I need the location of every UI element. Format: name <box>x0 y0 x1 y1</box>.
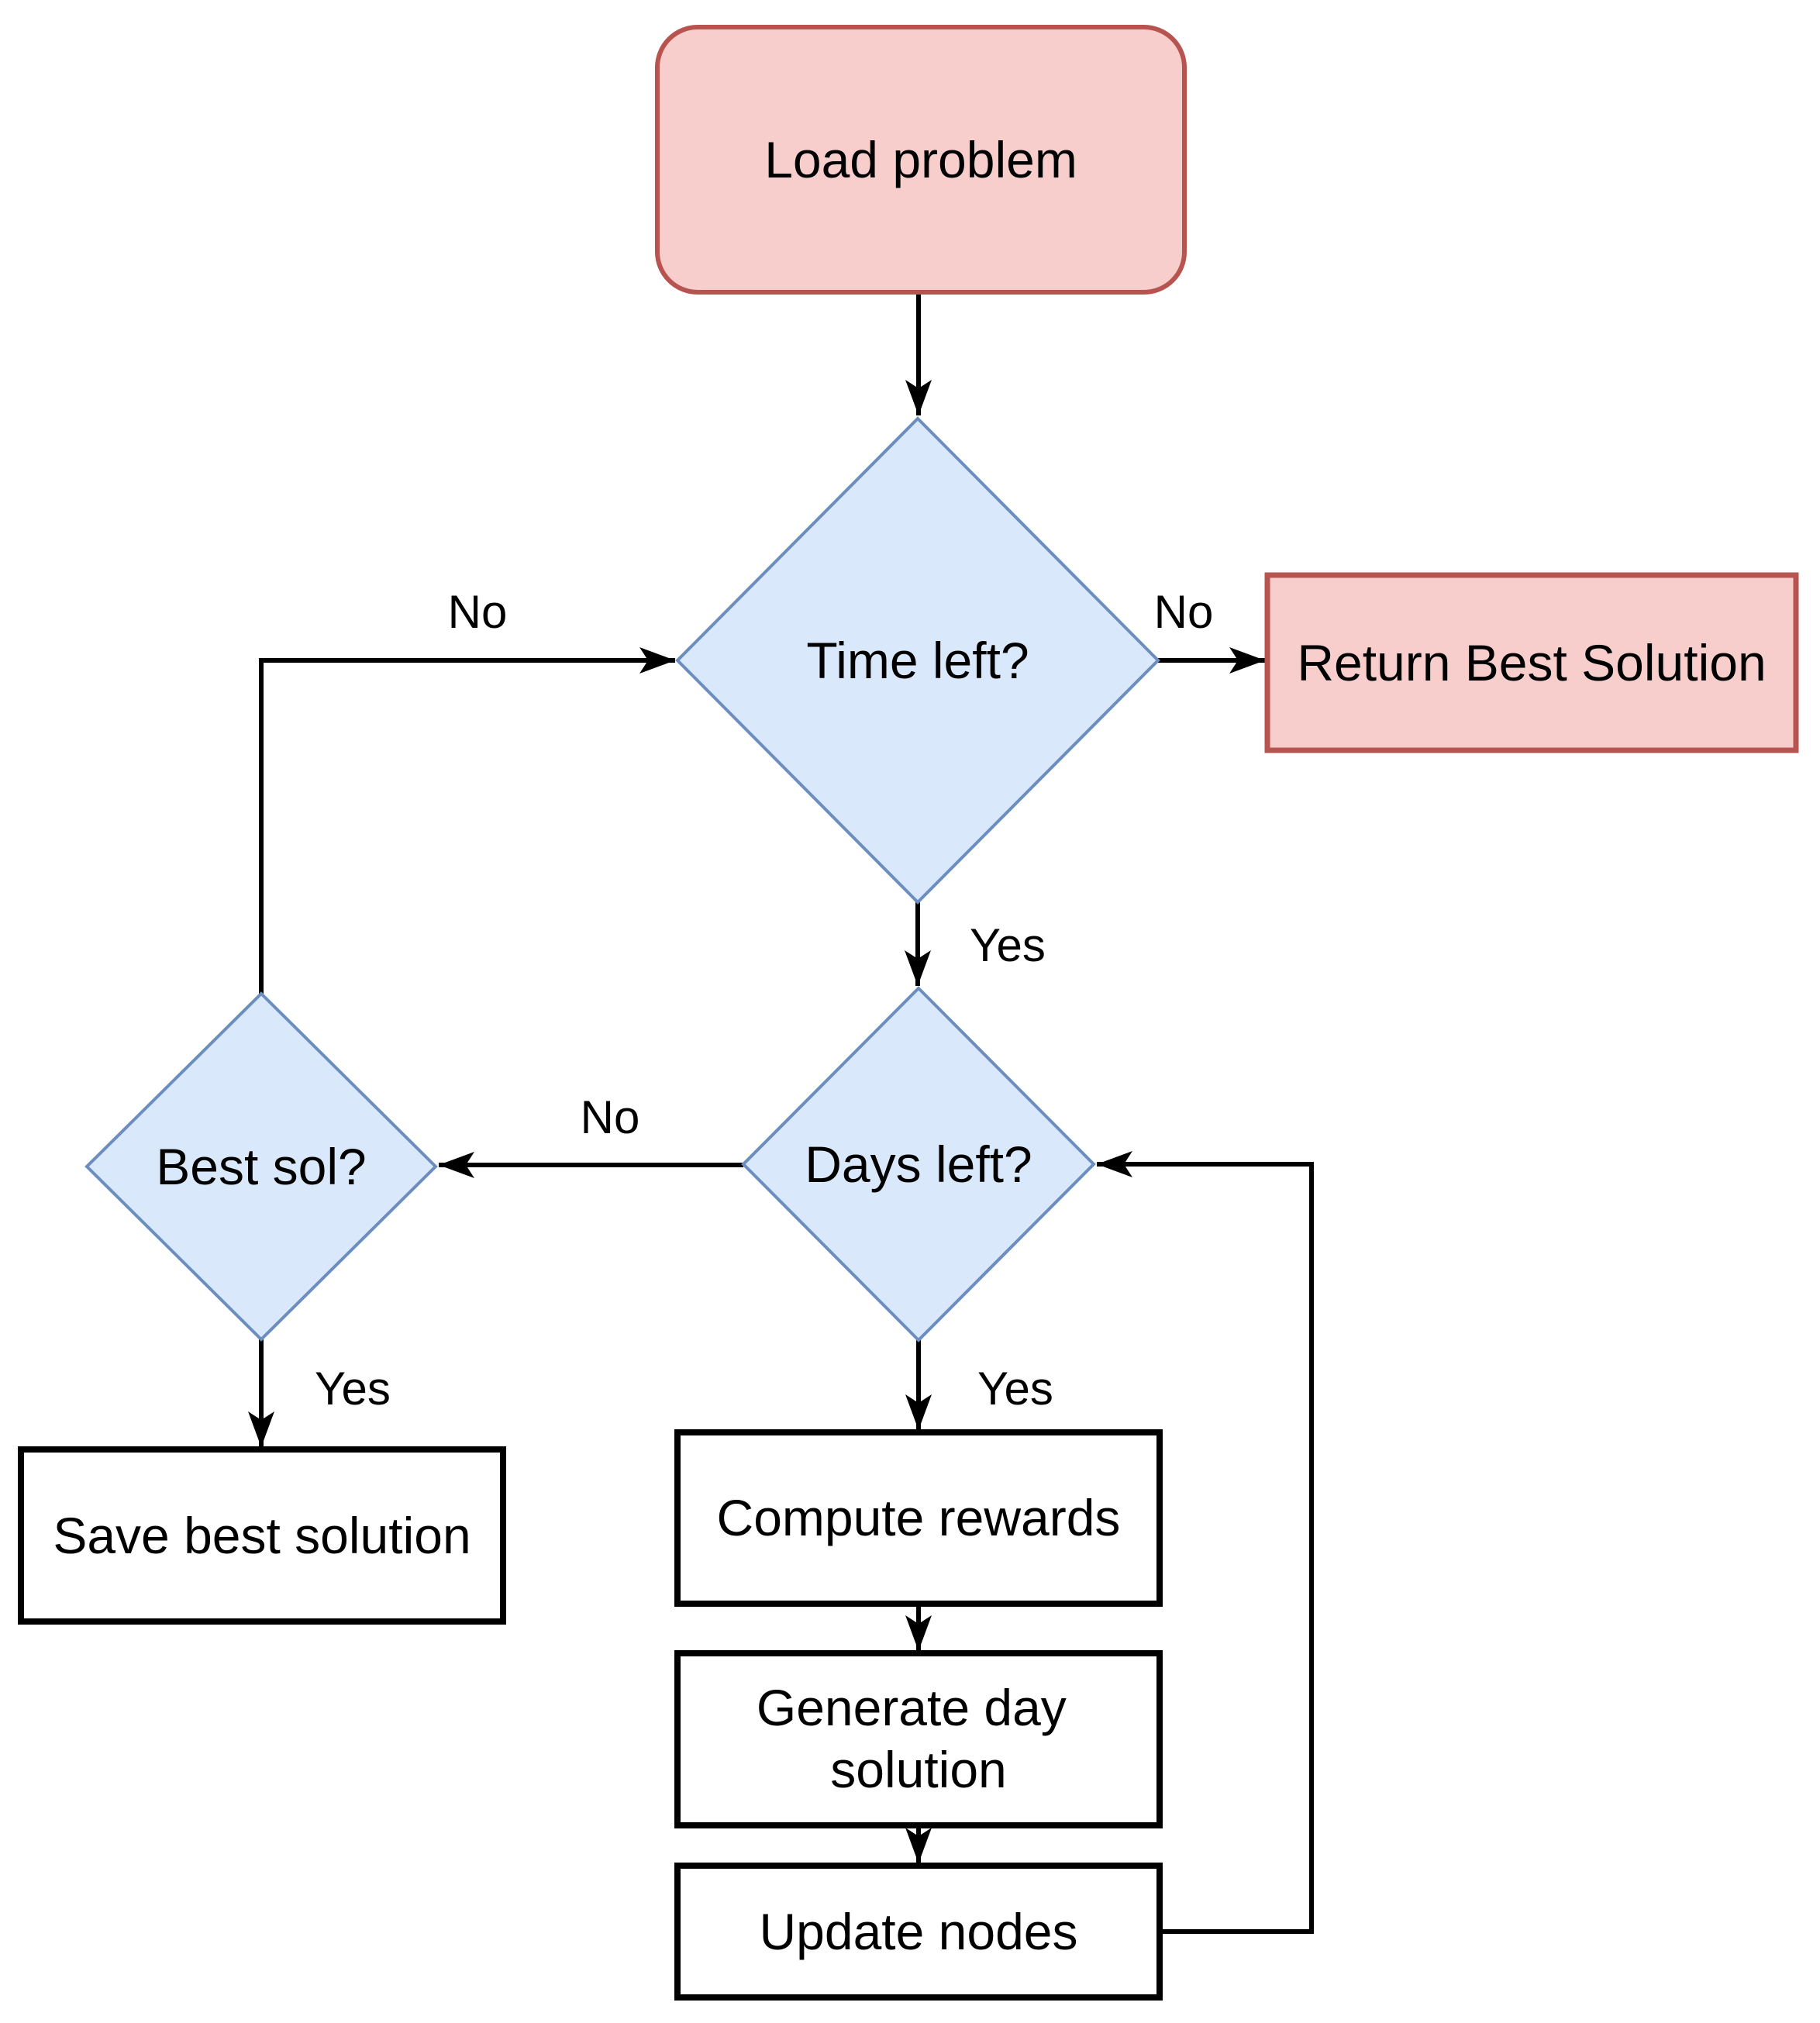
node-days-left-label: Days left? <box>805 1136 1032 1193</box>
node-return-best-solution: Return Best Solution <box>1264 572 1799 753</box>
node-update-nodes-label: Update nodes <box>760 1903 1078 1960</box>
node-generate-day-solution: Generate day solution <box>674 1650 1163 1828</box>
edge-best-sol-to-time-left <box>259 647 675 994</box>
node-time-left-label: Time left? <box>806 632 1029 689</box>
node-best-sol-label: Best sol? <box>156 1138 366 1195</box>
edge-label-yes-right: Yes <box>977 1363 1053 1415</box>
node-load-problem: Load problem <box>655 25 1187 295</box>
node-return-best-solution-label: Return Best Solution <box>1297 634 1766 691</box>
node-best-sol: Best sol? <box>84 991 438 1342</box>
edge-label-yes-left: Yes <box>315 1363 391 1415</box>
node-save-best-solution: Save best solution <box>18 1446 506 1625</box>
edge-label-no-right: No <box>1154 586 1214 638</box>
node-save-best-solution-label: Save best solution <box>53 1507 471 1564</box>
edge-label-yes-middle: Yes <box>970 919 1046 971</box>
node-time-left: Time left? <box>675 416 1160 905</box>
node-days-left: Days left? <box>741 986 1096 1342</box>
node-update-nodes: Update nodes <box>674 1863 1163 2001</box>
edge-update-nodes-to-days-left <box>1097 1151 1314 1934</box>
edge-label-no-middle: No <box>581 1091 640 1143</box>
node-generate-day-solution-label: Generate day solution <box>757 1679 1081 1798</box>
node-compute-rewards: Compute rewards <box>674 1429 1163 1607</box>
edge-label-no-top-left: No <box>448 586 508 638</box>
node-load-problem-label: Load problem <box>764 131 1077 188</box>
node-compute-rewards-label: Compute rewards <box>717 1489 1121 1546</box>
